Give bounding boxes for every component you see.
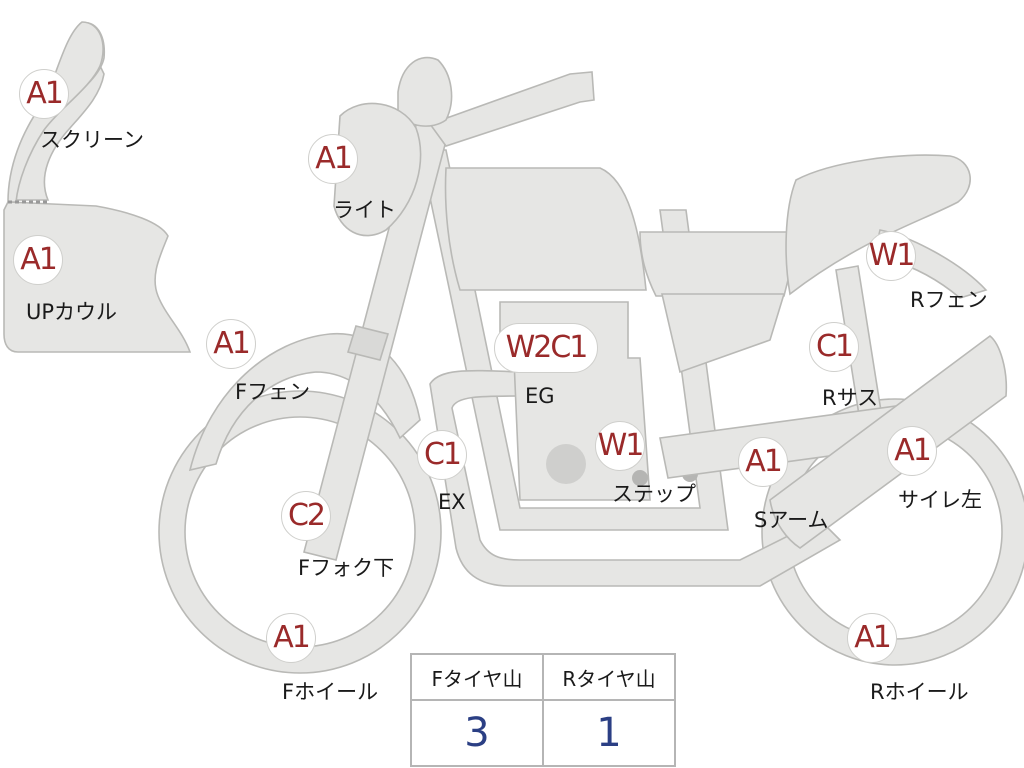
engine-grade-badge[interactable]: W2C1 [494, 323, 598, 373]
front-fork-label: Fフォク下 [298, 556, 395, 580]
front-wheel-grade-badge[interactable]: A1 [266, 613, 316, 663]
front-fender-grade-badge[interactable]: A1 [206, 319, 256, 369]
exhaust-grade-badge[interactable]: C1 [417, 430, 467, 480]
swing-arm-grade-badge[interactable]: A1 [738, 437, 788, 487]
muffler-left-label: サイレ左 [898, 488, 982, 512]
step-label: ステップ [612, 482, 696, 506]
rear-wheel-grade-badge[interactable]: A1 [847, 613, 897, 663]
tire-tread-table: Fタイヤ山 Rタイヤ山 3 1 [410, 653, 676, 767]
up-cowl-grade-badge[interactable]: A1 [13, 235, 63, 285]
muffler-left-grade-badge[interactable]: A1 [887, 426, 937, 476]
up-cowl-label: UPカウル [26, 300, 118, 324]
fork-bracket [346, 325, 390, 361]
headlight-shape [333, 102, 422, 237]
rear-wheel-label: Rホイール [870, 680, 969, 704]
tire-tread-value-row: 3 1 [410, 699, 676, 767]
rear-shock-grade-badge[interactable]: C1 [809, 322, 859, 372]
rear-tread-value: 1 [542, 699, 676, 767]
light-label: ライト [333, 198, 396, 222]
seat-shape [639, 231, 802, 297]
rear-shock-label: Rサス [822, 386, 879, 410]
tire-tread-header-row: Fタイヤ山 Rタイヤ山 [410, 653, 676, 701]
front-tread-value: 3 [410, 699, 544, 767]
front-tread-header: Fタイヤ山 [410, 653, 544, 701]
tail-cowl-shape [785, 154, 971, 296]
front-wheel-label: Fホイール [282, 680, 379, 704]
swing-arm-label: Sアーム [754, 508, 829, 532]
handlebar [428, 71, 595, 147]
exhaust-label: EX [438, 490, 466, 514]
exhaust-pipe [429, 369, 842, 587]
rear-tread-header: Rタイヤ山 [542, 653, 676, 701]
rear-fender-grade-badge[interactable]: W1 [866, 231, 916, 281]
step-grade-badge[interactable]: W1 [595, 421, 645, 471]
front-fork-grade-badge[interactable]: C2 [281, 491, 331, 541]
light-grade-badge[interactable]: A1 [308, 134, 358, 184]
screen-grade-badge[interactable]: A1 [19, 69, 69, 119]
screen-label: スクリーン [40, 128, 144, 152]
side-cover [660, 293, 786, 374]
fuel-tank-shape [444, 167, 647, 291]
mirror [397, 56, 453, 127]
front-fender-label: Fフェン [235, 380, 311, 404]
rear-fender-label: Rフェン [910, 288, 988, 312]
engine-label: EG [525, 384, 555, 408]
